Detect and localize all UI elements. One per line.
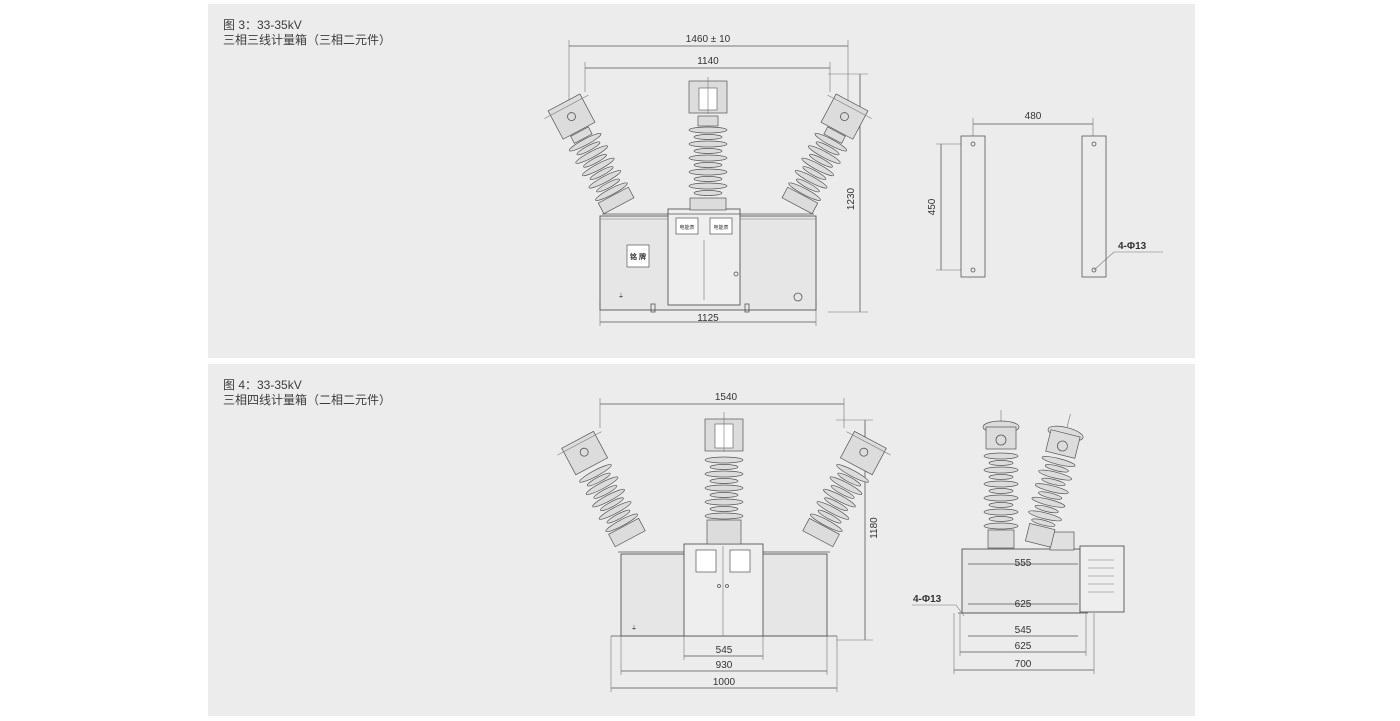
dim-label-overall-width: 1540	[715, 392, 738, 403]
figure-4-panel: 图 4：33-35kV 三相四线计量箱（二相二元件） 1540 1180 545…	[208, 364, 1195, 716]
bracket-right	[1081, 135, 1107, 278]
dim-bottom-stack: 545 930 1000	[610, 634, 838, 692]
bushing-right	[802, 430, 891, 548]
dim-label-bracket-spacing: 480	[1025, 111, 1042, 122]
dim-label-base-width: 1125	[697, 313, 719, 324]
dim-label-hole-spec: 4-Φ13	[913, 594, 942, 605]
ground-mark: ⏚	[631, 625, 637, 632]
figure-3-caption-subtitle: 三相三线计量箱（三相二元件）	[223, 33, 392, 47]
figure-3-caption-title: 图 3：33-35kV	[223, 18, 302, 32]
figure-3-caption: 图 3：33-35kV 三相三线计量箱（三相二元件）	[223, 18, 391, 48]
dim-label-bracket-height: 450	[927, 198, 938, 215]
dim-overall-width: 1460 ± 10	[568, 34, 849, 104]
bushing-center	[704, 412, 744, 545]
ground-mark: ⏚	[618, 293, 624, 300]
dim-label-overall-width: 1460 ± 10	[686, 34, 731, 45]
meter-window-right	[729, 549, 751, 573]
mounting-brackets: 480 450 4-Φ13	[927, 111, 1163, 278]
bushing-left	[557, 430, 646, 548]
dim-bushing-spacing: 1140	[584, 56, 831, 92]
dim-label-inner-width: 545	[716, 645, 733, 656]
dim-label-side-b2: 625	[1015, 641, 1032, 652]
meter-window-left-label: 电能表	[679, 224, 694, 231]
figure-4-caption-subtitle: 三相四线计量箱（二相二元件）	[223, 393, 392, 407]
bushing-center	[688, 77, 728, 211]
nameplate-label: 铭 牌	[630, 252, 646, 261]
figure-3-drawing: 1460 ± 10 1140 1230 1125 电能表	[544, 34, 1163, 326]
dim-label-height: 1230	[846, 187, 857, 210]
dim-label-side-b1: 545	[1015, 625, 1032, 636]
dim-label-side-top: 555	[1015, 558, 1032, 569]
dim-overall-width: 1540	[599, 392, 845, 428]
figure-4-drawing: 1540 1180 545 930 1000	[557, 392, 1125, 692]
figure-4-caption: 图 4：33-35kV 三相四线计量箱（二相二元件）	[223, 378, 391, 408]
meter-window-left	[675, 217, 699, 235]
meter-window-right	[709, 217, 733, 235]
nameplate	[626, 244, 650, 268]
dim-label-side-b3: 700	[1015, 659, 1032, 670]
dim-label-base-width: 1000	[713, 677, 736, 688]
dim-label-mid-width: 930	[716, 660, 733, 671]
dim-label-bushing-spacing: 1140	[697, 56, 719, 67]
dim-label-height: 1180	[869, 517, 880, 539]
bushing-right	[781, 93, 872, 215]
figure-3-panel: 图 3：33-35kV 三相三线计量箱（三相二元件） 1460 ± 10 114…	[208, 4, 1195, 358]
dim-label-side-mid: 625	[1015, 599, 1032, 610]
meter-window-left	[695, 549, 717, 573]
bracket-left	[960, 135, 986, 278]
side-view: 555 625 545 625 700 4-Φ13	[912, 410, 1125, 674]
figure-4-caption-title: 图 4：33-35kV	[223, 378, 302, 392]
dim-label-hole-spec: 4-Φ13	[1118, 241, 1147, 252]
bushing-left	[544, 93, 635, 215]
meter-window-right-label: 电能表	[713, 224, 728, 231]
